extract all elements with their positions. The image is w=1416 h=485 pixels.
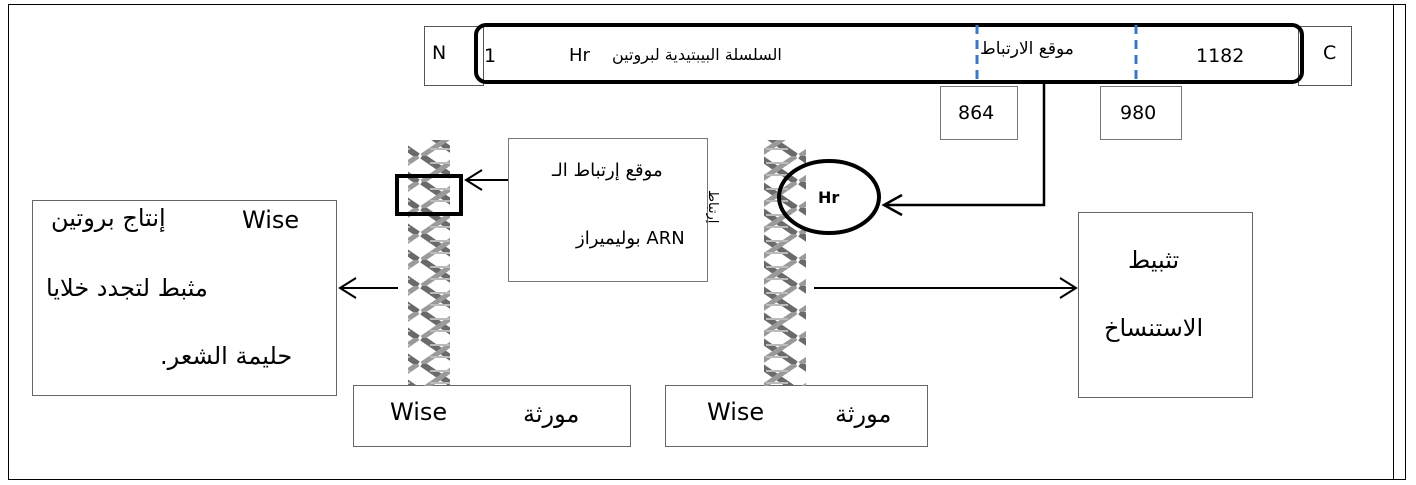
outcome-arrow-head [338, 277, 357, 299]
site-end-label: 980 [1120, 102, 1157, 124]
c-terminal-label: C [1323, 42, 1337, 64]
hr-protein-bound [777, 159, 881, 235]
rnap-site-label-box [508, 138, 708, 282]
left-dna-helix [408, 140, 450, 386]
polypeptide-chain-bar [474, 23, 1304, 84]
frame-right-divider [1393, 4, 1394, 480]
left-gene-label-box [353, 385, 631, 447]
effect-line1: تثبيط [1128, 246, 1180, 274]
outcome-line1-wise: Wise [242, 206, 300, 234]
outcome-line2: مثبط لتجدد خلايا [46, 274, 208, 302]
binding-arrow-head [881, 193, 903, 217]
polypeptide-chain-label: السلسلة البيبتيدية لبروتين [612, 45, 782, 64]
binding-site-label: موقع الارتباط [980, 39, 1074, 59]
site-start-label: 864 [958, 102, 995, 124]
outcome-line1-arabic: إنتاج بروتين [51, 204, 166, 232]
bound-protein-label: Hr [818, 188, 840, 207]
outcome-line3: حليمة الشعر. [160, 342, 293, 370]
start-position-label: 1 [484, 45, 497, 67]
site-end-box [1100, 86, 1182, 140]
n-terminal-label: N [432, 42, 447, 64]
binding-arrow-line [884, 84, 1046, 207]
site-start-box [940, 86, 1018, 140]
rnap-binding-site-marker [395, 174, 463, 216]
c-terminal-box [1298, 26, 1352, 86]
end-position-label: 1182 [1196, 45, 1245, 67]
diagram-frame [8, 4, 1406, 480]
effect-text-box [1078, 212, 1253, 398]
rnap-arrow-head [464, 169, 483, 191]
rnap-site-label-line1: موقع إرتباط الـ [552, 160, 663, 181]
right-gene-label: مورثة [835, 400, 892, 428]
outcome-text-box [32, 200, 337, 396]
left-gene-label: مورثة [523, 400, 580, 428]
right-gene-name: Wise [707, 398, 765, 426]
effect-line2: الاستنساخ [1104, 314, 1204, 342]
rnap-site-label-line2: ARN بوليميراز [576, 228, 685, 249]
effect-arrow-head [1059, 277, 1078, 299]
protein-name-label: Hr [569, 45, 590, 66]
left-gene-name: Wise [390, 398, 448, 426]
